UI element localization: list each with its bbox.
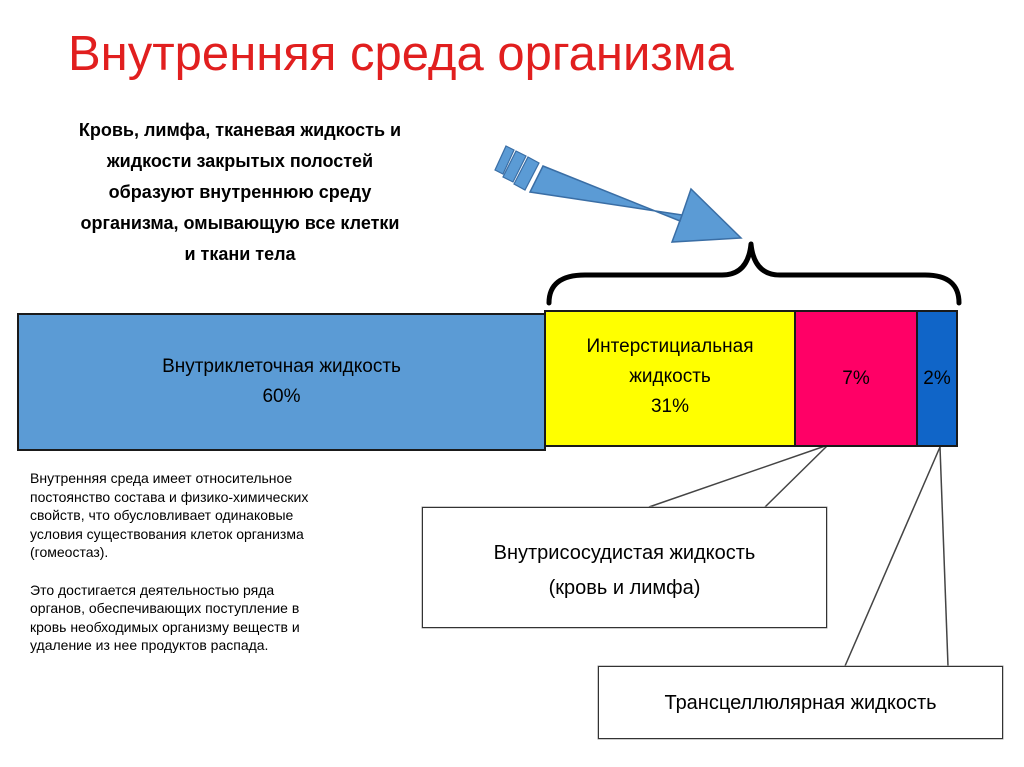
intro-text: Кровь, лимфа, тканевая жидкость и жидкос…	[30, 115, 450, 270]
arrow-icon	[528, 165, 743, 243]
leader-line-intravascular	[764, 444, 829, 508]
segment-intravascular: 7%	[794, 310, 918, 447]
note-line: органов, обеспечивающих поступление в	[30, 600, 300, 616]
leader-line-transcellular	[939, 446, 949, 667]
callout-line: Внутрисосудистая жидкость	[493, 542, 756, 564]
notes-text: Внутренняя среда имеет относительное пос…	[30, 469, 400, 674]
arrow-dash	[502, 150, 527, 183]
segment-percent: 31%	[650, 396, 690, 417]
segment-percent: 7%	[842, 367, 870, 389]
note-line: свойств, что обусловливает одинаковые	[30, 507, 294, 523]
note-line: условия существования клеток организма	[30, 525, 304, 542]
note-line: Внутренняя среда имеет относительное	[30, 470, 293, 486]
callout-label: Трансцеллюлярная жидкость	[664, 692, 937, 714]
note-paragraph: Это достигается деятельностью ряда орган…	[30, 581, 400, 655]
note-line: Это достигается деятельностью ряда	[30, 581, 275, 598]
segment-transcellular: 2%	[916, 310, 958, 447]
intro-line: образуют внутреннюю среду	[108, 182, 372, 202]
intro-line: Кровь, лимфа, тканевая жидкость и	[78, 120, 402, 140]
callout-line: (кровь и лимфа)	[548, 577, 701, 599]
note-line: постоянство состава и физико-химических	[30, 488, 309, 505]
note-paragraph: Внутренняя среда имеет относительное пос…	[30, 469, 400, 562]
note-line: удаление из нее продуктов распада.	[30, 637, 269, 653]
segment-interstitial: Интерстициальная жидкость 31%	[544, 310, 796, 447]
segment-percent: 2%	[923, 367, 951, 389]
segment-intracellular: Внутриклеточная жидкость 60%	[17, 313, 546, 451]
segment-label: жидкость	[629, 366, 711, 387]
segment-label: Внутриклеточная жидкость	[162, 356, 401, 377]
note-line: кровь необходимых организму веществ и	[30, 618, 300, 635]
intro-line: и ткани тела	[184, 244, 296, 264]
leader-line-intravascular	[648, 444, 829, 508]
intro-line: жидкости закрытых полостей	[106, 151, 374, 171]
arrow-dash	[494, 145, 515, 175]
note-line: (гомеостаз).	[30, 544, 109, 560]
slide-title: Внутренняя среда организма	[68, 27, 734, 81]
arrow-dash	[513, 156, 540, 191]
curly-brace	[546, 241, 962, 306]
segment-label: Интерстициальная	[586, 336, 754, 357]
intro-line: организма, омывающую все клетки	[80, 213, 400, 233]
callout-transcellular: Трансцеллюлярная жидкость	[598, 666, 1003, 739]
segment-percent: 60%	[262, 386, 301, 407]
leader-line-transcellular	[844, 446, 941, 667]
callout-intravascular: Внутрисосудистая жидкость (кровь и лимфа…	[422, 507, 827, 628]
